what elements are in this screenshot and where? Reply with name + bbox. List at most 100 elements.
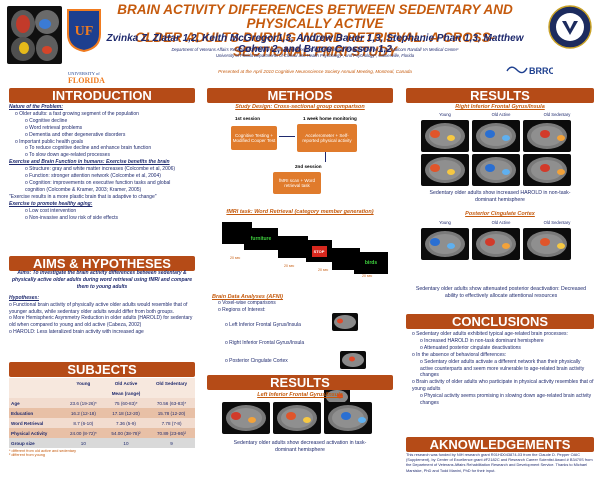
list-item: Exercise and Brain Function in humans: E… bbox=[9, 159, 170, 166]
list-item: o Low cost intervention bbox=[25, 207, 77, 214]
results-right-heading: RESULTS bbox=[406, 88, 594, 103]
list-item: o Word retrieval problems bbox=[25, 124, 83, 131]
table-cell: 70.56 (63-83)* bbox=[148, 398, 195, 408]
task-time-1: 20 sec bbox=[230, 256, 241, 260]
brain-scan-logo bbox=[7, 6, 62, 64]
table-footnote-1: * different from old active and sedentar… bbox=[9, 449, 77, 453]
task-diagram: furniture STOP birds 20 sec 20 sec 20 se… bbox=[222, 218, 392, 278]
aims-text: Aims: To investigate the brain activity … bbox=[11, 270, 193, 290]
cognitive-testing-box: Cognitive Testing + Modified Cooper Test bbox=[231, 126, 277, 150]
list-item: Nature of the Problem: bbox=[9, 104, 63, 110]
table-row: Age 23.6 (19-26)* 75 (60-83)* 70.56 (63-… bbox=[9, 398, 195, 408]
study-design-title: Study Design: Cross-sectional group comp… bbox=[235, 104, 365, 110]
table-cell: 10 bbox=[62, 438, 104, 448]
table-cell: 9 bbox=[148, 438, 195, 448]
task-time-2: 20 sec bbox=[284, 264, 295, 268]
list-item: cognition (Colcombe & Kramer, 2003; Kram… bbox=[25, 186, 142, 193]
results-mid-caption: Sedentary older adults show decreased ac… bbox=[233, 440, 367, 453]
table-cell: 23.6 (19-26)* bbox=[62, 398, 104, 408]
table-cell: 15.78 (12-20) bbox=[148, 408, 195, 418]
results-caption-2: Sedentary older adults show attenuated p… bbox=[415, 286, 587, 299]
affiliation-2: University of Florida Departments of Cli… bbox=[215, 53, 415, 58]
brain-activation-image bbox=[421, 154, 469, 186]
table-cell: 54.00 (38-78)² bbox=[103, 428, 149, 438]
brain-activation-image bbox=[421, 228, 469, 260]
column-label: Old Sedentary bbox=[543, 112, 571, 117]
column-label: Old Active bbox=[491, 220, 511, 225]
list-item: o Functional brain activity of physicall… bbox=[9, 301, 188, 315]
roi-brain-thumbnail-3 bbox=[324, 388, 350, 406]
table-row: Word Retrieval 8.7 (6-10) 7.36 (5-9) 7.7… bbox=[9, 418, 195, 428]
list-item: o Increased HAROLD in non-task dominant … bbox=[420, 337, 544, 344]
brain-activation-image bbox=[472, 228, 520, 260]
column-label: Old Active bbox=[491, 112, 511, 117]
brain-activation-image bbox=[523, 228, 571, 260]
table-cell: 10 bbox=[103, 438, 149, 448]
poster-title: BRAIN ACTIVITY DIFFERENCES BETWEEN SEDEN… bbox=[105, 3, 525, 59]
introduction-body: Nature of the Problem:o Older adults: a … bbox=[9, 104, 195, 221]
stop-sign-icon: STOP bbox=[311, 245, 327, 257]
analyses-line: o Regions of Interest: bbox=[218, 307, 266, 313]
table-cell: 16.2 (12-18) bbox=[62, 408, 104, 418]
column-label: Young bbox=[439, 112, 451, 117]
list-item: Exercise to promote healthy aging: bbox=[9, 200, 93, 207]
table-cell: Group size bbox=[9, 438, 63, 448]
table-row: Physical Activity 24.00 (8-72)* 54.00 (3… bbox=[9, 428, 195, 438]
table-header-row: Young Old Active Old Sedentary bbox=[9, 378, 195, 388]
table-cell: 8.7 (6-10) bbox=[62, 418, 104, 428]
flow-arrow bbox=[279, 136, 295, 137]
mean-range-label: Mean (range) bbox=[103, 388, 149, 398]
column-label: Old Sedentary bbox=[543, 220, 571, 225]
task-screen-3 bbox=[332, 248, 360, 270]
task-screen-word-2: birds bbox=[354, 252, 388, 274]
brain-images-right-ifg-row1 bbox=[421, 120, 571, 152]
acknowledgements-text: This research was funded by NIH research… bbox=[406, 452, 593, 473]
list-item: o Structure: gray and white matter incre… bbox=[25, 166, 176, 173]
affiliations: Department of Veterans Affairs Rehabilit… bbox=[100, 47, 530, 59]
subjects-table-wrap: Young Old Active Old Sedentary Mean (ran… bbox=[9, 378, 195, 457]
table-row: Education 16.2 (12-18) 17.18 (12-20) 15.… bbox=[9, 408, 195, 418]
list-item: o Brain activity of older adults who par… bbox=[412, 379, 594, 393]
table-header-cell: Young bbox=[62, 378, 104, 388]
introduction-heading: INTRODUCTION bbox=[9, 88, 195, 103]
uf-logo-text: UF bbox=[75, 24, 94, 39]
table-cell: 7.36 (5-9) bbox=[103, 418, 149, 428]
roi-posterior-cingulate: o Posterior Cingulate Cortex bbox=[225, 358, 288, 364]
brrc-logo: BRRC bbox=[505, 62, 555, 78]
accelerometer-box: Accelerometer + Self-reported physical a… bbox=[297, 124, 357, 152]
results-mid-subtitle: Left Inferior Frontal Gyrus/Insula bbox=[257, 392, 343, 398]
session-2-label: 2nd session bbox=[295, 164, 322, 169]
task-title: fMRI task: Word Retrieval (category memb… bbox=[226, 209, 374, 215]
conclusions-heading: CONCLUSIONS bbox=[406, 314, 594, 329]
roi-left-ifg: o Left Inferior Frontal Gyrus/Insula bbox=[225, 322, 301, 328]
authors: Zvinka Z. Zlatar 1,2, Keith McGregor1,3,… bbox=[106, 33, 524, 55]
session-1-label: 1st session bbox=[235, 116, 261, 121]
uf-wordmark-line1: UNIVERSITY of bbox=[68, 71, 100, 76]
task-screen-word-1: furniture bbox=[244, 228, 278, 250]
results-column-labels-2: Young Old Active Old Sedentary bbox=[421, 220, 581, 225]
table-header-cell: Old Sedentary bbox=[148, 378, 195, 388]
list-item: o In the absence of behavioral differenc… bbox=[412, 351, 507, 358]
affiliation-1: Department of Veterans Affairs Rehabilit… bbox=[171, 47, 459, 52]
results-subtitle-right-ifg: Right Inferior Frontal Gyrus/Insula bbox=[455, 104, 545, 110]
list-item: o To slow down age-related processes bbox=[25, 152, 110, 159]
hypotheses-list: o Functional brain activity of physicall… bbox=[9, 302, 195, 337]
list-item: "Exercise results in a more plastic brai… bbox=[9, 193, 157, 200]
list-item: o Sedentary older adults exhibited typic… bbox=[412, 331, 568, 337]
table-cell: 7.78 (7-8) bbox=[148, 418, 195, 428]
aims-body: Aims: To investigate the brain activity … bbox=[9, 270, 195, 336]
list-item: o More Hemispheric Asymmetry Reduction i… bbox=[9, 315, 193, 329]
analyses-line: o Voxel-wise comparisons bbox=[218, 300, 276, 306]
brain-images-left-ifg bbox=[222, 402, 372, 434]
uf-wordmark: UNIVERSITY of FLORIDA bbox=[68, 70, 108, 86]
task-time-3: 20 sec bbox=[318, 268, 329, 272]
brain-images-pcc bbox=[421, 228, 571, 260]
brain-activation-image bbox=[523, 120, 571, 152]
results-column-labels: Young Old Active Old Sedentary bbox=[421, 112, 581, 117]
roi-right-ifg: o Right Inferior Frontal Gyrus/Insula bbox=[225, 340, 305, 346]
table-cell: Age bbox=[9, 398, 63, 408]
conclusions-body: o Sedentary older adults exhibited typic… bbox=[406, 331, 594, 407]
analyses-title: Brain Data Analyses (AFNI) bbox=[212, 294, 284, 300]
title-line-2: OLDER ADULTS DURING WORD RETRIEVAL: A CR… bbox=[134, 30, 496, 59]
list-item: o HAROLD: Less lateralized brain activit… bbox=[9, 329, 144, 336]
